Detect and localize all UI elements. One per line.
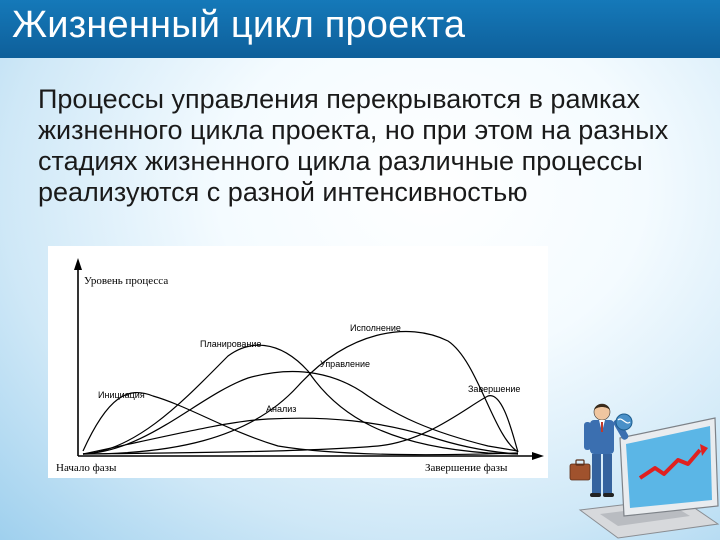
x-end-label: Завершение фазы (425, 462, 508, 474)
curve-label-management: Управление (320, 359, 370, 369)
curve-closing (82, 395, 519, 455)
businessman-with-laptop-icon (569, 403, 720, 539)
slide-title: Жизненный цикл проекта (12, 4, 466, 46)
x-axis-arrow (532, 452, 544, 460)
y-axis-label: Уровень процесса (84, 275, 168, 287)
curve-execution (82, 330, 519, 455)
curve-label-closing: Завершение (468, 384, 520, 394)
curve-management (82, 370, 519, 455)
curve-label-planning: Планирование (200, 339, 261, 349)
businessman-illustration (560, 398, 720, 540)
curve-label-analysis: Анализ (266, 404, 296, 414)
x-start-label: Начало фазы (56, 462, 117, 474)
process-diagram: Уровень процесса Начало фазы Завершение … (48, 246, 548, 478)
process-diagram-svg: Уровень процесса Начало фазы Завершение … (56, 258, 544, 474)
curve-analysis (82, 417, 519, 455)
curve-label-execution: Исполнение (350, 323, 401, 333)
y-axis-arrow (74, 258, 82, 270)
slide-body-text: Процессы управления перекрываются в рамк… (38, 84, 669, 207)
curve-label-initiation: Инициация (98, 390, 145, 400)
title-bar: Жизненный цикл проекта (0, 0, 720, 58)
curve-planning (82, 344, 519, 455)
curve-initiation (82, 392, 519, 456)
